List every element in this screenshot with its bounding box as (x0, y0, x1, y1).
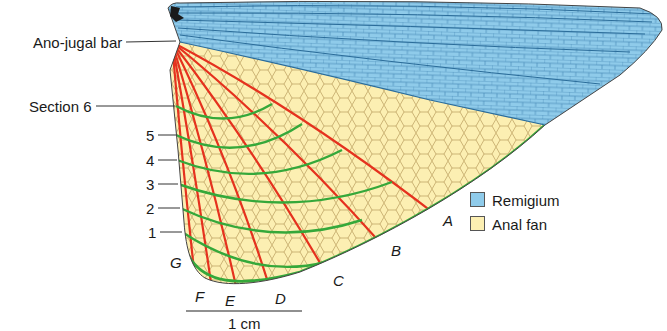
radial-veins (172, 42, 440, 295)
vein-letter: G (170, 255, 182, 270)
vein-letter: C (333, 273, 344, 288)
region-boundary (180, 42, 545, 125)
legend-text: Anal fan (492, 217, 547, 232)
legend-swatch (470, 216, 485, 231)
remigium-veins (176, 6, 655, 84)
section-number: 4 (146, 153, 154, 168)
section-lines (176, 104, 545, 281)
wing-root (170, 6, 184, 22)
vein-letter: A (443, 213, 453, 228)
scale-label: 1 cm (228, 316, 261, 331)
section-number: 2 (146, 201, 154, 216)
section-label: Section 6 (29, 99, 92, 114)
section-number: 5 (146, 128, 154, 143)
vein-letter: D (275, 291, 286, 306)
section-number: 1 (148, 225, 156, 240)
part-name: Ano-jugal bar (33, 35, 122, 50)
vein-letter: B (391, 243, 401, 258)
vein-letter: E (225, 293, 235, 308)
legend-swatch (470, 192, 485, 207)
leader-lines (96, 41, 182, 232)
scale-bar (186, 310, 302, 311)
wing-outline (168, 1, 662, 283)
section-number: 3 (146, 177, 154, 192)
legend-text: Remigium (492, 193, 560, 208)
vein-letter: F (195, 289, 204, 304)
